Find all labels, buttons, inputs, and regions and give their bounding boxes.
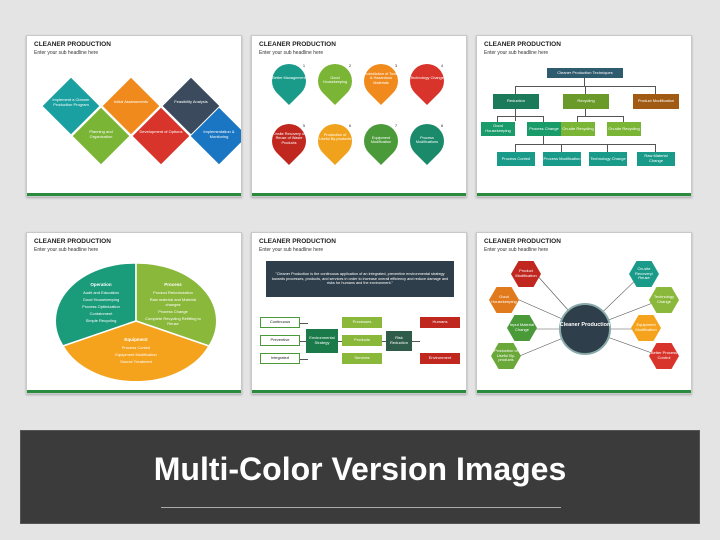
slide-thumbnail-6[interactable]: CLEANER PRODUCTION Enter your sub headli…: [476, 232, 692, 394]
slide-bottom-bar: [477, 193, 691, 196]
slide-thumbnail-4[interactable]: CLEANER PRODUCTION Enter your sub headli…: [26, 232, 242, 394]
center-label: Cleaner Production: [559, 322, 611, 328]
slide-title: CLEANER PRODUCTION: [34, 41, 111, 48]
process-item: Product Reformulation: [153, 290, 193, 295]
bubble-label: Onsite Recovery or Reuse of Waste Produc…: [272, 132, 306, 145]
slide-subtitle: Enter your sub headline here: [34, 50, 99, 56]
slide-thumbnail-3[interactable]: CLEANER PRODUCTION Enter your sub headli…: [476, 35, 692, 197]
slide-thumbnail-2[interactable]: CLEANER PRODUCTION Enter your sub headli…: [251, 35, 467, 197]
hex-left: Production of Useful By-products: [491, 343, 521, 369]
org-level3-box: Process Modification: [543, 152, 581, 166]
bottom-banner: Multi-Color Version Images: [20, 430, 700, 524]
slide-bottom-bar: [27, 390, 241, 393]
banner-title: Multi-Color Version Images: [153, 451, 567, 487]
diamond-label: Development of Options: [139, 129, 183, 134]
pie-ellipse: [55, 262, 217, 381]
diamond-label: Implement a Cleaner Production Program: [52, 97, 90, 107]
org-level1-box: Reduction: [493, 94, 539, 109]
operation-title: Operation: [90, 282, 112, 287]
slide-title: CLEANER PRODUCTION: [484, 41, 561, 48]
process-title: Process: [164, 282, 182, 287]
banner-underline: [161, 507, 561, 508]
hex-right: On-site Recovery/ Reuse: [629, 261, 659, 287]
hex-left: Good Housekeeping: [489, 287, 519, 313]
operation-item: Good Housekeeping: [82, 297, 120, 302]
org-level1-box: Recycling: [563, 94, 609, 109]
equipment-item: Equipment Modification: [115, 352, 157, 357]
left-box: Preventive: [260, 335, 300, 346]
slide-subtitle: Enter your sub headline here: [484, 50, 549, 56]
hex-left: Input Material Change: [507, 315, 537, 341]
bubble-number: 2: [346, 62, 354, 70]
right-box: Environment: [420, 353, 460, 364]
bubble-number: 3: [392, 62, 400, 70]
bubble-number: 1: [300, 62, 308, 70]
bubble-label: Production of Useful By-products: [318, 133, 352, 142]
bubble-number: 7: [392, 122, 400, 130]
bubble-label: Good Housekeeping: [322, 76, 348, 85]
bubble-label: Substitution of Toxic & Hazardous Materi…: [364, 72, 398, 85]
hex-right: Technology Change: [649, 287, 679, 313]
diamond-label: Implementation & Monitoring: [203, 129, 235, 139]
equipment-item: Process Control: [121, 345, 151, 350]
hex-right: Better Process Control: [649, 343, 679, 369]
center-circle: [559, 303, 611, 355]
mid-box: Products: [342, 335, 382, 346]
bubble-number: 4: [438, 62, 446, 70]
org-level2-box: On-site Recycling: [561, 122, 595, 136]
slide-subtitle: Enter your sub headline here: [259, 50, 324, 56]
org-level1-box: Product Modification: [633, 94, 679, 109]
operation-item: Process Optimization: [82, 304, 120, 309]
slide-title: CLEANER PRODUCTION: [484, 238, 561, 245]
bubble-label: Technology Change: [410, 76, 444, 80]
slide-subtitle: Enter your sub headline here: [34, 247, 99, 253]
org-level3-box: Technology Change: [589, 152, 627, 166]
bubble-label: Better Management: [272, 76, 306, 80]
slide-bottom-bar: [252, 193, 466, 196]
mid-box: Services: [342, 353, 382, 364]
diamond-label: Feasibility Analysis: [174, 99, 208, 104]
bubble-number: 6: [346, 122, 354, 130]
slide-subtitle: Enter your sub headline here: [484, 247, 549, 253]
left-box: Continuous: [260, 317, 300, 328]
risk-box: Risk Reduction: [386, 331, 412, 351]
operation-item: Simple Recycling: [85, 318, 117, 323]
diamond-label: Initial Assessments: [113, 99, 148, 104]
org-level2-box: Process Change: [527, 122, 561, 136]
org-level3-box: Raw Material Change: [637, 152, 675, 166]
process-item: Process Change: [158, 309, 188, 314]
operation-item: Audit and Education: [83, 290, 119, 295]
slide-thumbnail-1[interactable]: CLEANER PRODUCTION Enter your sub headli…: [26, 35, 242, 197]
hex-right: Equipment Modification: [631, 315, 661, 341]
org-level3-box: Process Control: [497, 152, 535, 166]
quote-box: "Cleaner Production is the continuous ap…: [266, 261, 454, 297]
org-level2-box: Good Housekeeping: [481, 122, 515, 136]
process-item: Raw material and Material changes: [149, 297, 197, 307]
bubble-number: 5: [300, 122, 308, 130]
slide-bottom-bar: [477, 390, 691, 393]
org-root-box: Cleaner Production Techniques: [547, 68, 623, 78]
slide-bottom-bar: [27, 193, 241, 196]
equipment-item: Source Treatment: [120, 359, 152, 364]
equipment-title: Equipment: [124, 337, 148, 342]
slide-subtitle: Enter your sub headline here: [259, 247, 324, 253]
slide-title: CLEANER PRODUCTION: [34, 238, 111, 245]
slide-title: CLEANER PRODUCTION: [259, 238, 336, 245]
slide-title: CLEANER PRODUCTION: [259, 41, 336, 48]
hex-left: Product Modification: [511, 261, 541, 287]
center-box: Environmental Strategy: [306, 329, 338, 353]
left-box: Integrated: [260, 353, 300, 364]
mid-box: Processes: [342, 317, 382, 328]
operation-item: Containment: [89, 311, 113, 316]
slide-thumbnail-5[interactable]: CLEANER PRODUCTION Enter your sub headli…: [251, 232, 467, 394]
bubble-number: 8: [438, 122, 446, 130]
bubble-label: Process Modifications: [415, 136, 439, 145]
org-level2-box: On-site Recycling: [607, 122, 641, 136]
slide-bottom-bar: [252, 390, 466, 393]
right-box: Humans: [420, 317, 460, 328]
diamond-label: Planning and Organization: [89, 129, 113, 139]
process-item: Complete Recycling Refitting to Reuse: [145, 316, 201, 326]
bubble-label: Equipment Modification: [370, 136, 392, 145]
